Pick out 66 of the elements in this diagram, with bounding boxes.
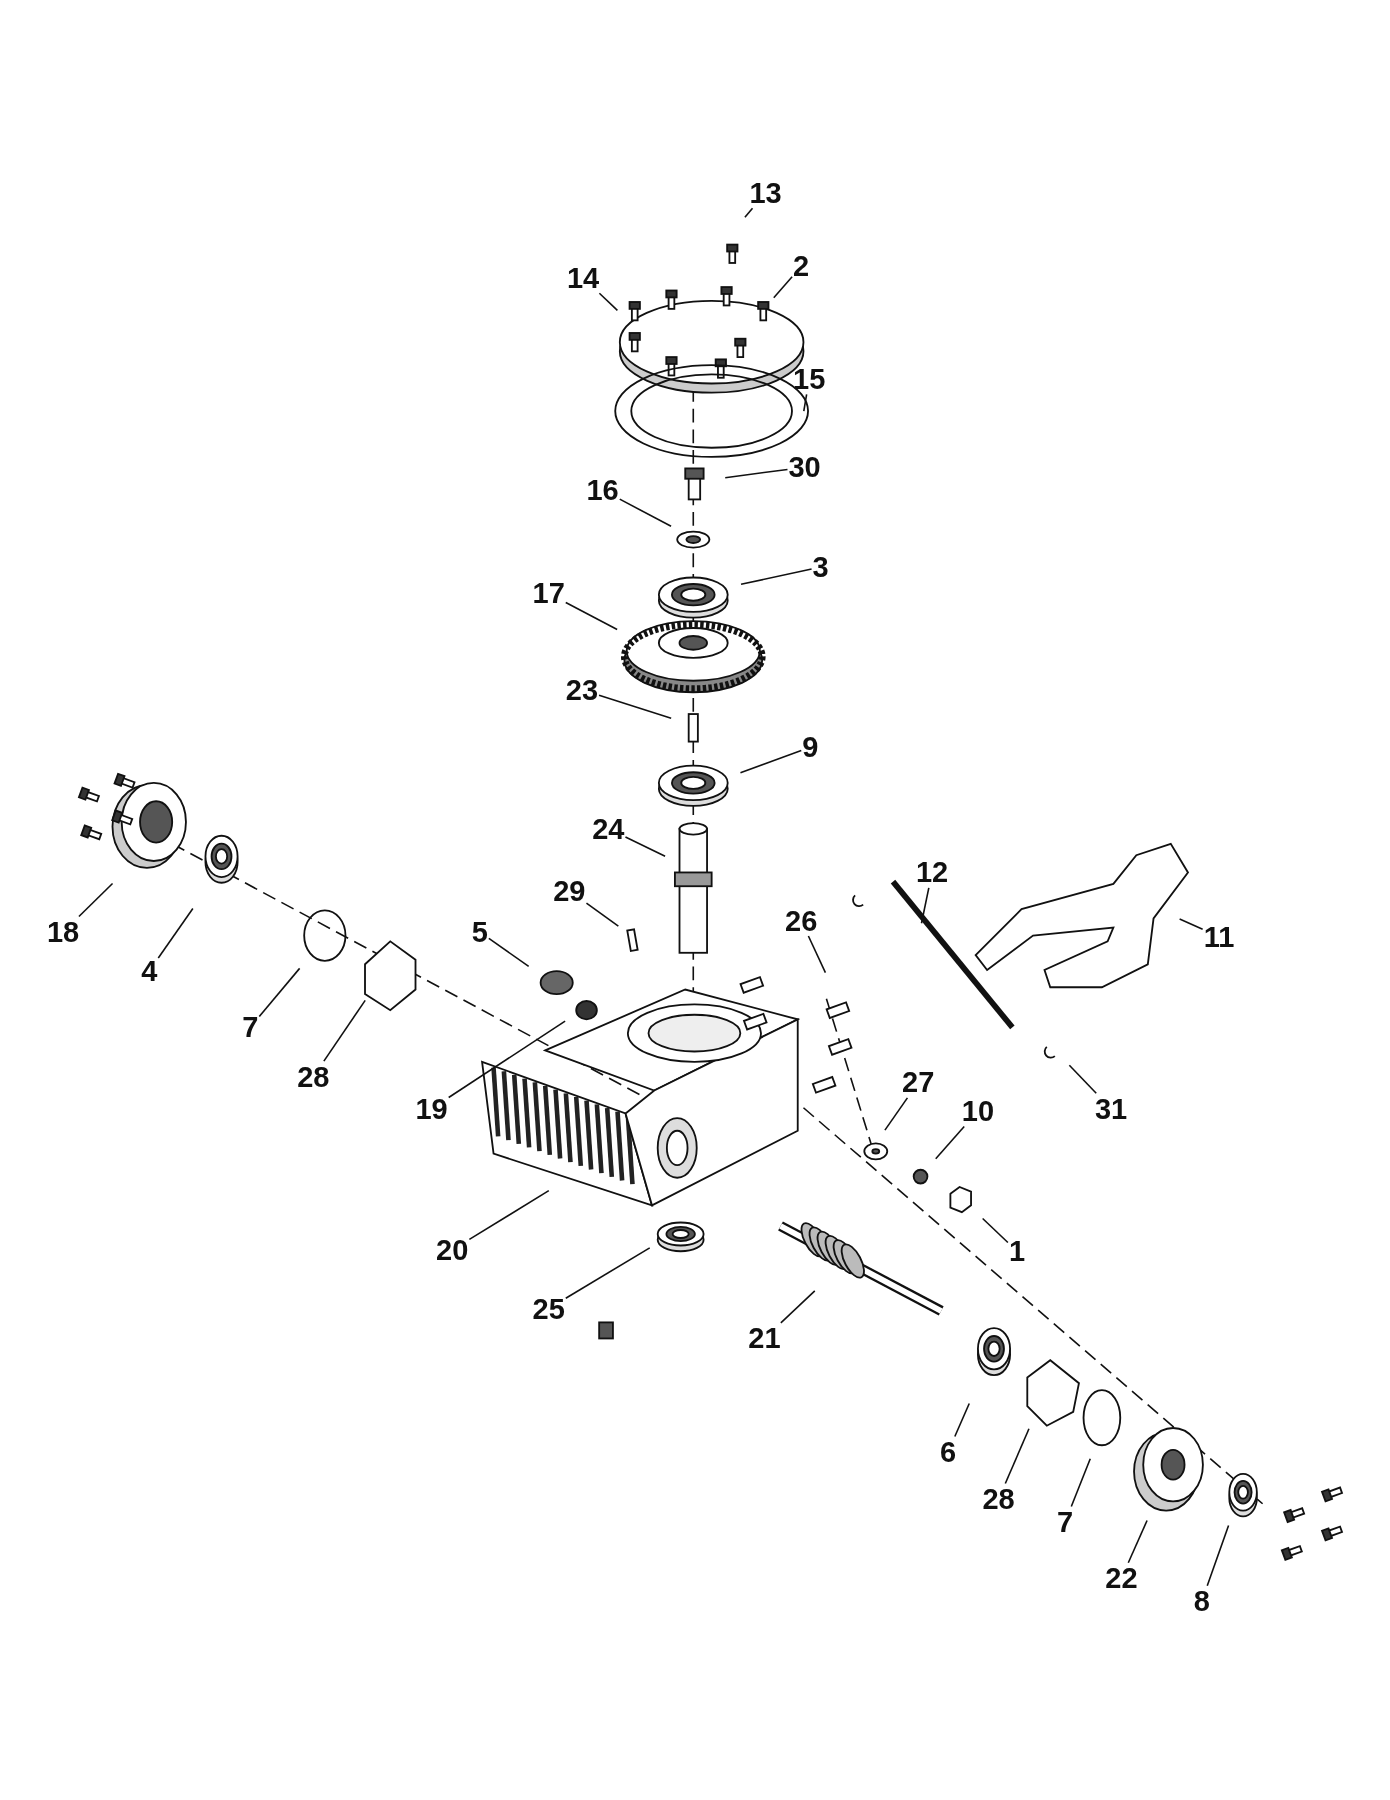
callout-number: 31 xyxy=(1093,1093,1129,1125)
callout-number: 15 xyxy=(792,363,827,395)
callout-number: 9 xyxy=(801,731,820,763)
callout-number: 18 xyxy=(46,916,81,948)
leader-line xyxy=(740,568,813,586)
callout-number: 12 xyxy=(914,856,950,888)
leader-line xyxy=(954,1402,971,1438)
leader-line xyxy=(1070,1458,1092,1508)
leader-line xyxy=(598,292,619,312)
callout-number: 20 xyxy=(435,1234,470,1266)
leader-line xyxy=(803,393,808,412)
callout-number: 25 xyxy=(531,1293,566,1324)
leader-line xyxy=(78,882,114,918)
leader-line xyxy=(468,1189,550,1241)
leader-line xyxy=(773,275,793,299)
leader-line xyxy=(920,887,930,925)
callout-number: 24 xyxy=(591,813,626,845)
callout-number: 16 xyxy=(585,474,620,506)
leader-line xyxy=(1178,918,1204,931)
callout-number: 27 xyxy=(901,1066,936,1098)
callout-number: 22 xyxy=(1104,1562,1139,1594)
leader-line xyxy=(564,601,618,631)
leader-line xyxy=(807,935,827,974)
callout-number: 13 xyxy=(748,177,783,209)
callout-number: 28 xyxy=(981,1483,1016,1515)
callout-number: 30 xyxy=(787,451,822,483)
leader-line xyxy=(624,836,666,857)
callout-number: 19 xyxy=(414,1093,449,1125)
callout-number: 5 xyxy=(470,916,489,948)
callout-number: 29 xyxy=(552,875,587,907)
callout-number: 11 xyxy=(1202,921,1236,953)
leader-line xyxy=(884,1097,909,1131)
callout-number: 28 xyxy=(296,1061,331,1093)
callout-number: 26 xyxy=(784,905,819,937)
callout-number: 3 xyxy=(811,551,830,583)
callout-number: 10 xyxy=(960,1095,996,1127)
callout-number: 7 xyxy=(241,1011,260,1043)
callout-number: 23 xyxy=(564,674,600,706)
callout-number: 14 xyxy=(565,262,601,294)
callout-number: 6 xyxy=(939,1436,958,1468)
leader-line xyxy=(744,207,754,219)
callout-number: 17 xyxy=(531,577,566,609)
leader-line xyxy=(981,1217,1009,1244)
leader-line xyxy=(1206,1524,1230,1587)
leader-line xyxy=(258,967,301,1018)
leader-line xyxy=(598,694,672,720)
leader-line xyxy=(618,498,672,528)
leader-line xyxy=(1004,1428,1030,1485)
leader-line xyxy=(564,1247,651,1299)
callout-number: 1 xyxy=(1007,1235,1026,1267)
leader-line xyxy=(724,468,789,479)
leader-line xyxy=(1068,1064,1097,1095)
leader-line xyxy=(780,1290,816,1324)
leader-line xyxy=(323,999,366,1062)
leader-line xyxy=(739,749,803,774)
leader-line xyxy=(157,907,194,959)
leader-line xyxy=(447,1020,566,1099)
callout-number: 2 xyxy=(792,250,811,282)
callout-number: 8 xyxy=(1192,1585,1211,1617)
leader-line xyxy=(585,902,620,927)
leader-line xyxy=(1127,1519,1148,1564)
callout-number: 7 xyxy=(1056,1506,1075,1538)
callout-number: 21 xyxy=(747,1322,782,1354)
callout-number: 4 xyxy=(140,955,159,987)
leader-line xyxy=(488,937,530,968)
leader-line xyxy=(934,1125,965,1160)
